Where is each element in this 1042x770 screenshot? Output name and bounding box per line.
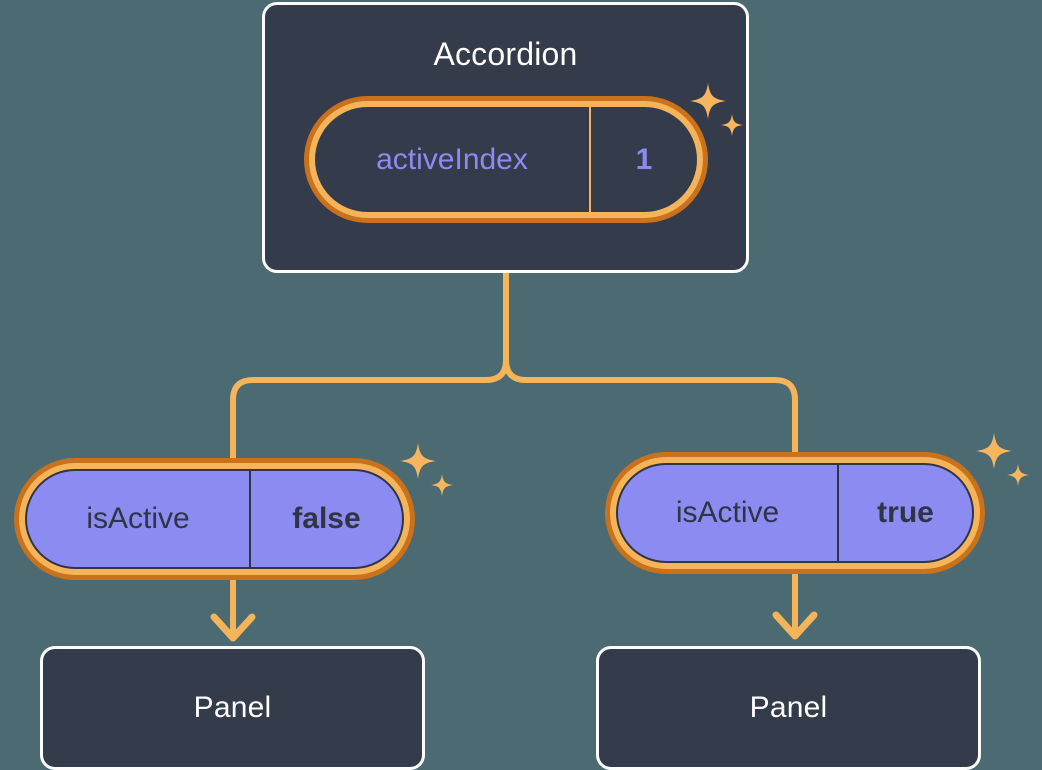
state-pill-ring: isActive true (610, 457, 980, 569)
child-component-box-left[interactable]: Panel (40, 646, 425, 770)
connector-trunk-split (230, 270, 509, 461)
state-pill-value: false (249, 471, 402, 567)
sparkle-four-point-icon (976, 433, 1012, 469)
child-component-title: Panel (749, 691, 828, 724)
state-pill-key: activeIndex (376, 142, 528, 176)
root-component-title: Accordion (433, 36, 578, 72)
state-pill-is-active-false[interactable]: isActive false (14, 458, 415, 580)
sparkle-group-right (976, 433, 1029, 486)
state-pill-body: activeIndex 1 (315, 107, 697, 212)
sparkle-four-point-small-icon (431, 474, 453, 496)
connector-trunk-split-right (503, 270, 798, 455)
sparkle-four-point-small-icon (1007, 464, 1029, 486)
state-pill-body: isActive false (25, 469, 404, 569)
arrow-down-icon-left (210, 613, 256, 642)
state-pill-ring: isActive false (19, 463, 410, 575)
child-component-box-right[interactable]: Panel (596, 646, 981, 770)
state-pill-key: isActive (86, 502, 190, 535)
child-component-title: Panel (193, 691, 272, 724)
state-pill-is-active-true[interactable]: isActive true (605, 452, 985, 574)
state-pill-active-index[interactable]: activeIndex 1 (304, 96, 708, 223)
arrow-down-icon-right (772, 611, 818, 640)
state-pill-ring: activeIndex 1 (309, 101, 703, 218)
state-pill-key: isActive (675, 496, 780, 529)
sparkle-four-point-icon (400, 443, 436, 479)
state-pill-value: 1 (589, 107, 697, 212)
state-pill-value: true (837, 465, 972, 561)
state-pill-body: isActive true (616, 463, 974, 563)
